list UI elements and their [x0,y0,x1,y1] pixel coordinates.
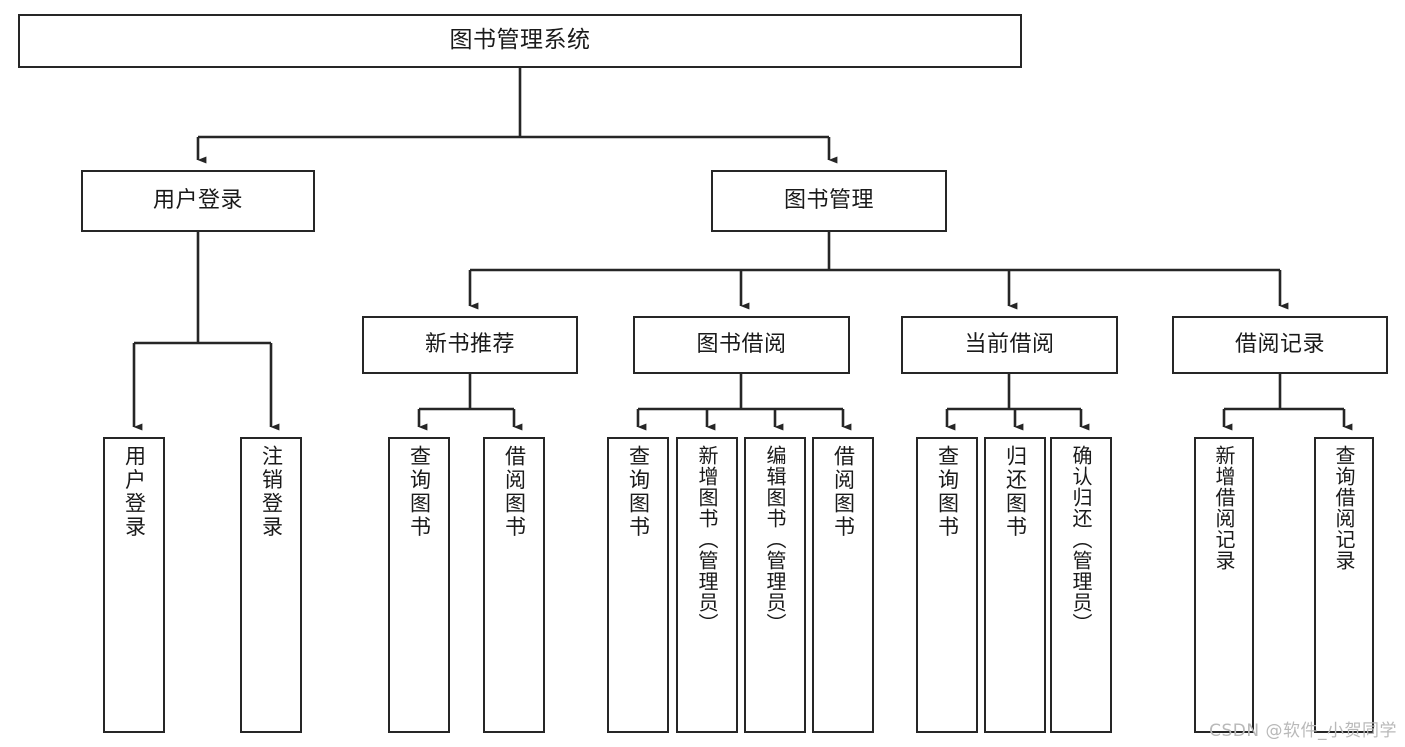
node-root-book-management-system[interactable]: 图书管理系统 [18,14,1022,68]
node-new-book-recommendation[interactable]: 新书推荐 [362,316,578,374]
node-label: 图书管理系统 [449,27,591,54]
leaf-borrow-book-recommendation[interactable]: 借阅图书 [483,437,545,733]
leaf-add-borrow-record[interactable]: 新增借阅记录 [1194,437,1254,733]
node-book-management[interactable]: 图书管理 [711,170,947,232]
node-user-login[interactable]: 用户登录 [81,170,315,232]
node-label: 注销登录 [259,445,284,539]
node-current-borrowing[interactable]: 当前借阅 [901,316,1118,374]
node-borrow-record[interactable]: 借阅记录 [1172,316,1388,374]
node-label: 新增借阅记录 [1212,445,1236,571]
node-label: 图书借阅 [696,332,787,358]
leaf-query-book-current[interactable]: 查询图书 [916,437,978,733]
leaf-query-book-recommendation[interactable]: 查询图书 [388,437,450,733]
node-label: 图书管理 [783,188,874,214]
leaf-add-book-admin[interactable]: 新增图书（管理员） [676,437,738,733]
node-label: 新增图书（管理员） [695,445,719,634]
node-label: 当前借阅 [964,332,1055,358]
leaf-return-book[interactable]: 归还图书 [984,437,1046,733]
node-label: 新书推荐 [424,332,515,358]
leaf-logout-login[interactable]: 注销登录 [240,437,302,733]
node-label: 借阅记录 [1234,332,1325,358]
leaf-user-login[interactable]: 用户登录 [103,437,165,733]
node-label: 编辑图书（管理员） [763,445,787,634]
leaf-confirm-return-admin[interactable]: 确认归还（管理员） [1050,437,1112,733]
node-label: 借阅图书 [831,445,856,539]
leaf-edit-book-admin[interactable]: 编辑图书（管理员） [744,437,806,733]
leaf-query-borrow-record[interactable]: 查询借阅记录 [1314,437,1374,733]
node-label: 借阅图书 [502,445,527,539]
node-label: 查询图书 [626,445,651,539]
csdn-watermark: CSDN @软件_小贺同学 [1209,721,1397,741]
leaf-query-book-borrowing[interactable]: 查询图书 [607,437,669,733]
node-label: 查询借阅记录 [1332,445,1356,571]
node-book-borrowing[interactable]: 图书借阅 [633,316,850,374]
node-label: 用户登录 [152,188,243,214]
node-label: 查询图书 [407,445,432,539]
leaf-borrow-book[interactable]: 借阅图书 [812,437,874,733]
node-label: 归还图书 [1003,445,1028,539]
node-label: 确认归还（管理员） [1069,445,1093,634]
node-label: 查询图书 [935,445,960,539]
node-label: 用户登录 [122,445,147,539]
